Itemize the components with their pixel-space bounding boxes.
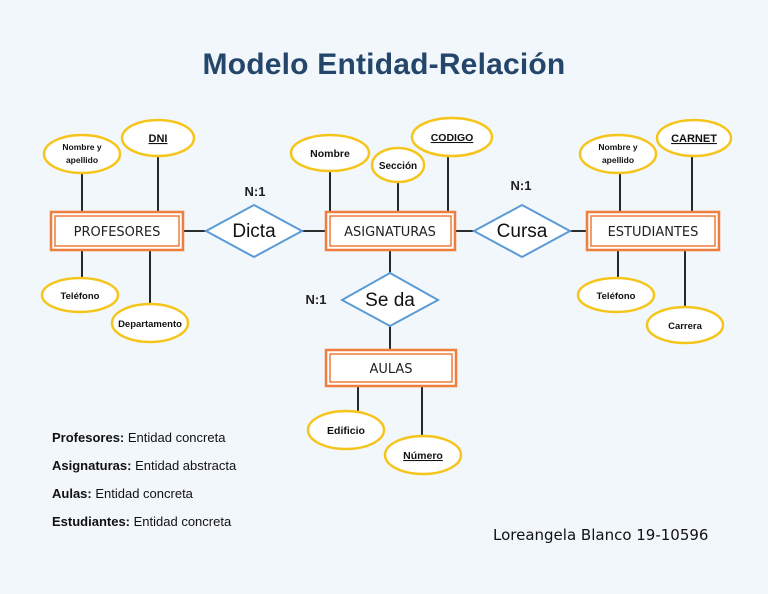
attribute-asig-nombre-label: Nombre <box>310 148 350 160</box>
attribute-est-nombre-line2: apellido <box>602 155 634 165</box>
attribute-prof-nombre[interactable]: Nombre y apellido <box>42 133 122 175</box>
attribute-prof-departamento[interactable]: Departamento <box>110 302 190 344</box>
author-signature: Loreangela Blanco 19-10596 <box>493 526 709 544</box>
attribute-est-carnet[interactable]: CARNET <box>655 118 733 158</box>
legend-label: Asignaturas: <box>52 458 132 473</box>
entity-aulas[interactable]: AULAS <box>324 348 458 388</box>
cardinality-cursa: N:1 <box>511 178 532 193</box>
entity-profesores[interactable]: PROFESORES <box>49 210 185 252</box>
cardinality-se-da: N:1 <box>306 292 327 307</box>
page-title: Modelo Entidad-Relación <box>202 48 566 81</box>
attribute-est-carrera[interactable]: Carrera <box>645 305 725 345</box>
legend-item-asignaturas: Asignaturas: Entidad abstracta <box>52 458 236 473</box>
relationship-se-da-label: Se da <box>365 290 415 311</box>
relationship-cursa[interactable]: Cursa <box>471 203 573 259</box>
legend-label: Estudiantes: <box>52 514 131 529</box>
legend-value: Entidad concreta <box>124 430 226 445</box>
connector-lines <box>81 155 693 440</box>
attribute-asig-seccion-label: Sección <box>379 161 417 172</box>
attribute-prof-nombre-line1: Nombre y <box>62 142 101 152</box>
attribute-asig-codigo[interactable]: CODIGO <box>410 116 494 158</box>
relationship-dicta[interactable]: Dicta <box>203 203 305 259</box>
attribute-est-nombre[interactable]: Nombre y apellido <box>578 133 658 175</box>
attribute-asig-codigo-label: CODIGO <box>431 132 474 144</box>
entity-estudiantes[interactable]: ESTUDIANTES <box>585 210 721 252</box>
attribute-est-carnet-label: CARNET <box>671 133 717 145</box>
attribute-est-carrera-label: Carrera <box>668 321 703 332</box>
legend-value: Entidad concreta <box>91 486 193 501</box>
attribute-asig-seccion[interactable]: Sección <box>370 146 426 184</box>
attribute-est-nombre-line1: Nombre y <box>598 142 637 152</box>
legend-item-profesores: Profesores: Entidad concreta <box>52 430 225 445</box>
attribute-est-telefono[interactable]: Teléfono <box>576 276 656 314</box>
entity-asignaturas-label: ASIGNATURAS <box>344 225 436 240</box>
attribute-prof-dni[interactable]: DNI <box>120 118 196 158</box>
entity-estudiantes-label: ESTUDIANTES <box>608 225 699 240</box>
entity-asignaturas[interactable]: ASIGNATURAS <box>324 210 457 252</box>
relationship-se-da[interactable]: Se da <box>339 271 441 328</box>
legend-item-aulas: Aulas: Entidad concreta <box>52 486 193 501</box>
legend-label: Aulas: <box>52 486 92 501</box>
legend-item-estudiantes: Estudiantes: Entidad concreta <box>52 514 231 529</box>
entity-profesores-label: PROFESORES <box>74 225 161 240</box>
attribute-prof-nombre-line2: apellido <box>66 155 98 165</box>
cardinality-dicta: N:1 <box>245 184 266 199</box>
legend-label: Profesores: <box>52 430 125 445</box>
relationship-dicta-label: Dicta <box>232 221 276 242</box>
attribute-aula-numero[interactable]: Número <box>383 434 463 476</box>
attribute-prof-departamento-label: Departamento <box>118 319 182 330</box>
attribute-asig-nombre[interactable]: Nombre <box>289 133 371 173</box>
attribute-est-telefono-label: Teléfono <box>597 291 636 302</box>
relationship-cursa-label: Cursa <box>497 221 548 242</box>
attribute-prof-dni-label: DNI <box>149 133 168 145</box>
attribute-aula-edificio-label: Edificio <box>327 425 365 437</box>
attribute-prof-telefono[interactable]: Teléfono <box>40 276 120 314</box>
attribute-aula-edificio[interactable]: Edificio <box>306 409 386 451</box>
legend-value: Entidad concreta <box>130 514 232 529</box>
legend-value: Entidad abstracta <box>131 458 237 473</box>
attribute-prof-telefono-label: Teléfono <box>61 291 100 302</box>
attribute-aula-numero-label: Número <box>403 450 443 462</box>
entity-aulas-label: AULAS <box>369 362 412 377</box>
